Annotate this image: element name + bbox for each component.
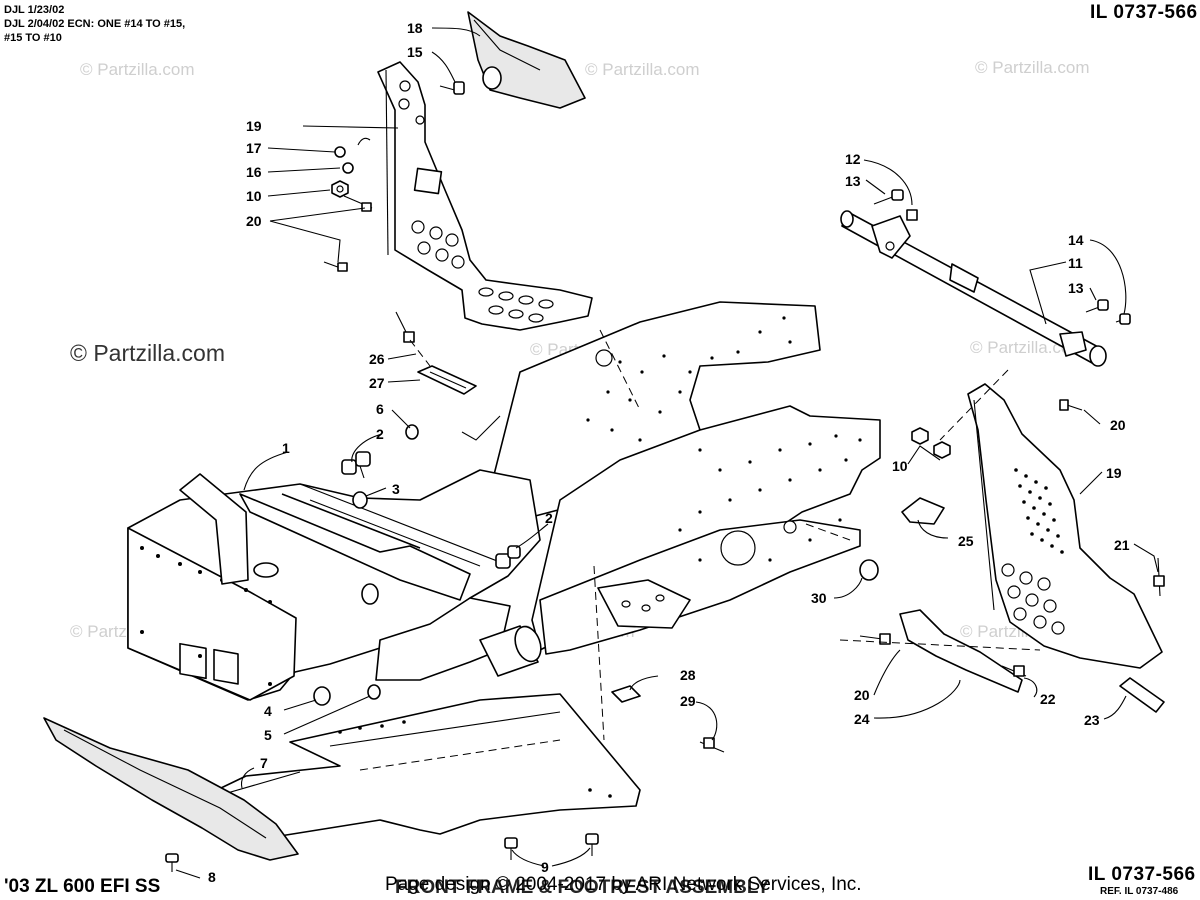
callout-26: 26 — [369, 351, 385, 367]
bracket-part-18[interactable] — [467, 11, 586, 109]
screw-part-14[interactable] — [1115, 313, 1131, 325]
bushing-part-6[interactable] — [405, 424, 419, 440]
illustration-number-bottom: IL 0737-566 — [1088, 864, 1196, 885]
callout-19-right: 19 — [1106, 465, 1122, 481]
callout-2-lower: 2 — [545, 510, 553, 526]
revision-note-line-3: #15 TO #10 — [4, 32, 62, 44]
watermark-top-center: © Partzilla.com — [585, 60, 700, 79]
rivet-part-22[interactable] — [1001, 665, 1027, 677]
plate-part-27[interactable] — [417, 365, 477, 395]
callout-12: 12 — [845, 151, 861, 167]
hardware-part-17[interactable] — [334, 137, 371, 158]
watermark-top-right: © Partzilla.com — [975, 58, 1090, 77]
callout-8: 8 — [208, 869, 216, 885]
callout-25: 25 — [958, 533, 974, 549]
callout-2-upper: 2 — [376, 426, 384, 442]
screw-part-13-top[interactable] — [873, 189, 904, 205]
bushing-part-3[interactable] — [352, 491, 368, 509]
callout-4: 4 — [264, 703, 272, 719]
callout-29: 29 — [680, 693, 696, 709]
frame-rivet-holes — [586, 316, 862, 562]
callout-22: 22 — [1040, 691, 1056, 707]
callout-9: 9 — [541, 859, 549, 875]
revision-note-line-2: DJL 2/04/02 ECN: ONE #14 TO #15, — [4, 18, 186, 30]
callout-7: 7 — [260, 755, 268, 771]
reference-number: REF. IL 0737-486 — [1100, 886, 1179, 897]
callout-16: 16 — [246, 164, 262, 180]
steering-tube-part-11[interactable] — [840, 210, 1107, 367]
callout-27: 27 — [369, 375, 385, 391]
screw-part-13-right[interactable] — [1085, 299, 1109, 313]
main-chassis-frame[interactable] — [479, 301, 881, 655]
shaft-tube — [479, 625, 542, 677]
callout-20-lower: 20 — [854, 687, 870, 703]
right-footrest[interactable] — [967, 383, 1163, 669]
callout-28: 28 — [680, 667, 696, 683]
diagram-title: FRONT FRAME & FOOTREST ASSEMBLY — [395, 877, 770, 898]
callout-30: 30 — [811, 590, 827, 606]
washer-part-12[interactable] — [906, 209, 918, 221]
rivet-part-26[interactable] — [395, 311, 415, 343]
right-footrest-tread — [1014, 468, 1064, 554]
rivet-part-20-lower[interactable] — [859, 633, 891, 645]
nut-part-16[interactable] — [342, 162, 354, 174]
rivet-part-21[interactable] — [1153, 557, 1165, 597]
watermark-top-left: © Partzilla.com — [80, 60, 195, 79]
callout-5: 5 — [264, 727, 272, 743]
illustration-number-top: IL 0737-566 — [1090, 2, 1198, 23]
callout-20-right: 20 — [1110, 417, 1126, 433]
callout-23: 23 — [1084, 712, 1100, 728]
callout-6: 6 — [376, 401, 384, 417]
callout-15: 15 — [407, 44, 423, 60]
callout-17: 17 — [246, 140, 262, 156]
model-label: '03 ZL 600 EFI SS — [4, 876, 161, 897]
clip-part-28[interactable] — [611, 685, 641, 703]
bushing-part-4[interactable] — [313, 686, 331, 706]
callout-14: 14 — [1068, 232, 1084, 248]
bracket-part-24[interactable] — [899, 609, 1023, 693]
bushing-part-5[interactable] — [367, 684, 381, 700]
copyright-notice: Page design © 2004-2017 by ARI Network S… — [385, 874, 862, 895]
callout-10-right: 10 — [892, 458, 908, 474]
front-bulkhead-part-1[interactable] — [127, 469, 541, 701]
callout-1: 1 — [282, 440, 290, 456]
screw-part-8[interactable] — [165, 853, 179, 872]
screw-part-15[interactable] — [439, 81, 465, 95]
strip-part-23[interactable] — [1119, 677, 1165, 713]
callout-10-left: 10 — [246, 188, 262, 204]
callout-20-left: 20 — [246, 213, 262, 229]
screws-part-9[interactable] — [504, 833, 599, 860]
callout-3: 3 — [392, 481, 400, 497]
left-footrest[interactable] — [377, 61, 593, 331]
callout-21: 21 — [1114, 537, 1130, 553]
bushing-part-2-lower[interactable] — [495, 545, 521, 569]
nut-part-10-left[interactable] — [331, 180, 349, 198]
nut-part-10-right[interactable] — [911, 427, 951, 459]
bushing-part-2-upper[interactable] — [341, 451, 371, 479]
rivet-part-20-upper-left[interactable] — [323, 195, 373, 272]
rivet-part-20-right[interactable] — [1059, 399, 1083, 411]
revision-note-line-1: DJL 1/23/02 — [4, 4, 65, 16]
pad-part-25[interactable] — [901, 497, 945, 525]
callout-13-right: 13 — [1068, 280, 1084, 296]
rivet-part-29[interactable] — [699, 737, 725, 753]
front-skid-part-8[interactable] — [43, 717, 299, 861]
callout-13-top: 13 — [845, 173, 861, 189]
callout-24: 24 — [854, 711, 870, 727]
bushing-part-30[interactable] — [859, 559, 879, 581]
callout-18: 18 — [407, 20, 423, 36]
floor-pan-part-7[interactable] — [195, 693, 641, 837]
watermark-main: © Partzilla.com — [70, 340, 225, 366]
callout-19-left: 19 — [246, 118, 262, 134]
callout-11: 11 — [1068, 255, 1083, 271]
